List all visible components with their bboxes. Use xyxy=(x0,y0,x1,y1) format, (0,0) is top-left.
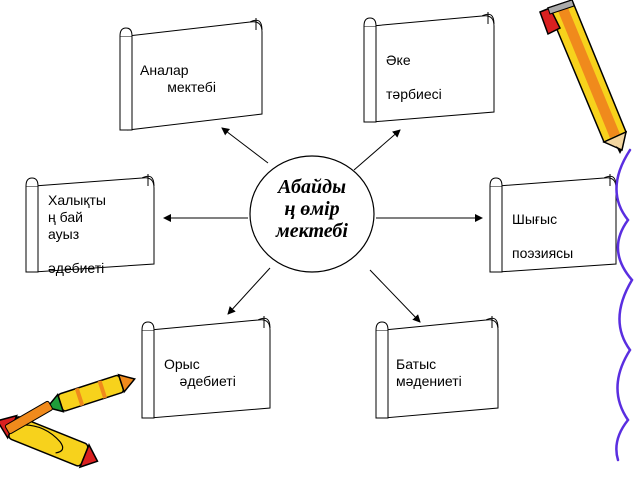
node-label-middle-left: Халықты ң бай ауыз әдебиеті xyxy=(48,192,106,276)
node-label-middle-right: Шығыс поэзиясы xyxy=(512,211,574,261)
scroll-top-left xyxy=(119,18,263,131)
scroll-top-right xyxy=(363,12,495,123)
node-label-bottom-left: Орыс әдебиеті xyxy=(164,356,236,389)
scroll-bottom-right xyxy=(375,316,499,419)
scroll-bottom-left xyxy=(141,316,271,419)
arrow-to-top-right xyxy=(353,129,401,171)
node-label-bottom-right: Батыс мәдениеті xyxy=(396,356,462,389)
crayons-icon xyxy=(0,373,136,469)
arrow-to-bottom-left xyxy=(227,267,271,315)
node-label-top-right: Әке тәрбиесі xyxy=(386,52,442,102)
scroll-middle-left xyxy=(25,174,155,273)
arrow-to-top-left xyxy=(221,127,269,164)
center-ellipse xyxy=(249,155,375,273)
center-title: Абайды ң өмір мектебі xyxy=(276,176,348,242)
pencil-icon xyxy=(539,0,628,154)
node-label-top-left: Аналар мектебі xyxy=(140,62,216,95)
arrow-to-bottom-right xyxy=(369,269,421,323)
scroll-middle-right xyxy=(489,174,617,273)
squiggle-line xyxy=(615,148,634,462)
